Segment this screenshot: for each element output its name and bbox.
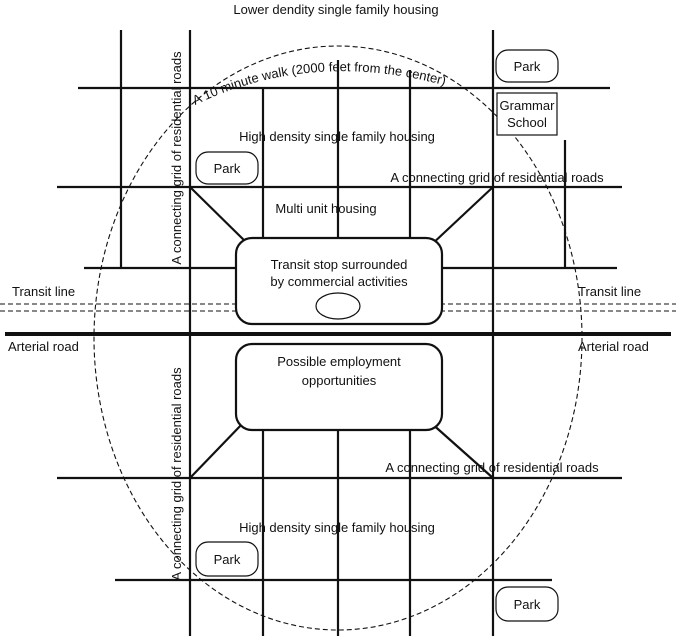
label-park-bottom-right: Park xyxy=(514,597,541,612)
diagonal-top-right xyxy=(429,186,494,247)
label-multi-unit: Multi unit housing xyxy=(275,201,376,216)
label-arterial-right: Arterial road xyxy=(578,339,649,354)
grammar-school-box xyxy=(496,92,558,136)
label-arterial-left: Arterial road xyxy=(8,339,79,354)
label-grammar: Grammar xyxy=(500,98,556,113)
label-high-density-bottom: High density single family housing xyxy=(239,520,435,535)
label-grid-top: A connecting grid of residential roads xyxy=(390,170,604,185)
employment-box xyxy=(234,342,444,432)
park-top-left xyxy=(195,151,259,185)
label-park-top-right: Park xyxy=(514,59,541,74)
label-park-bottom-left: Park xyxy=(214,552,241,567)
diagonal-bottom-left xyxy=(189,421,245,479)
label-grid-vertical-bottom: A connecting grid of residential roads xyxy=(169,367,184,581)
label-transit-stop-2: by commercial activities xyxy=(270,274,408,289)
transit-stop-marker xyxy=(315,292,361,320)
label-grid-vertical-top: A connecting grid of residential roads xyxy=(169,51,184,265)
label-transit-line-right: Transit line xyxy=(578,284,641,299)
diagonal-bottom-right xyxy=(429,421,494,479)
park-bottom-right xyxy=(495,586,559,622)
transit-stop-box xyxy=(234,236,444,326)
label-high-density-top: High density single family housing xyxy=(239,129,435,144)
label-transit-stop-1: Transit stop surrounded xyxy=(271,257,408,272)
park-bottom-left xyxy=(195,541,259,577)
label-employment-1: Possible employment xyxy=(277,354,401,369)
label-transit-line-left: Transit line xyxy=(12,284,75,299)
label-lower-density: Lower dendity single family housing xyxy=(233,2,438,17)
label-park-top-left: Park xyxy=(214,161,241,176)
walk-radius-circle xyxy=(93,45,583,631)
diagonal-top-left xyxy=(189,186,251,247)
label-grid-bottom: A connecting grid of residential roads xyxy=(385,460,599,475)
label-employment-2: opportunities xyxy=(302,373,377,388)
park-top-right xyxy=(495,49,559,83)
label-school: School xyxy=(507,115,547,130)
